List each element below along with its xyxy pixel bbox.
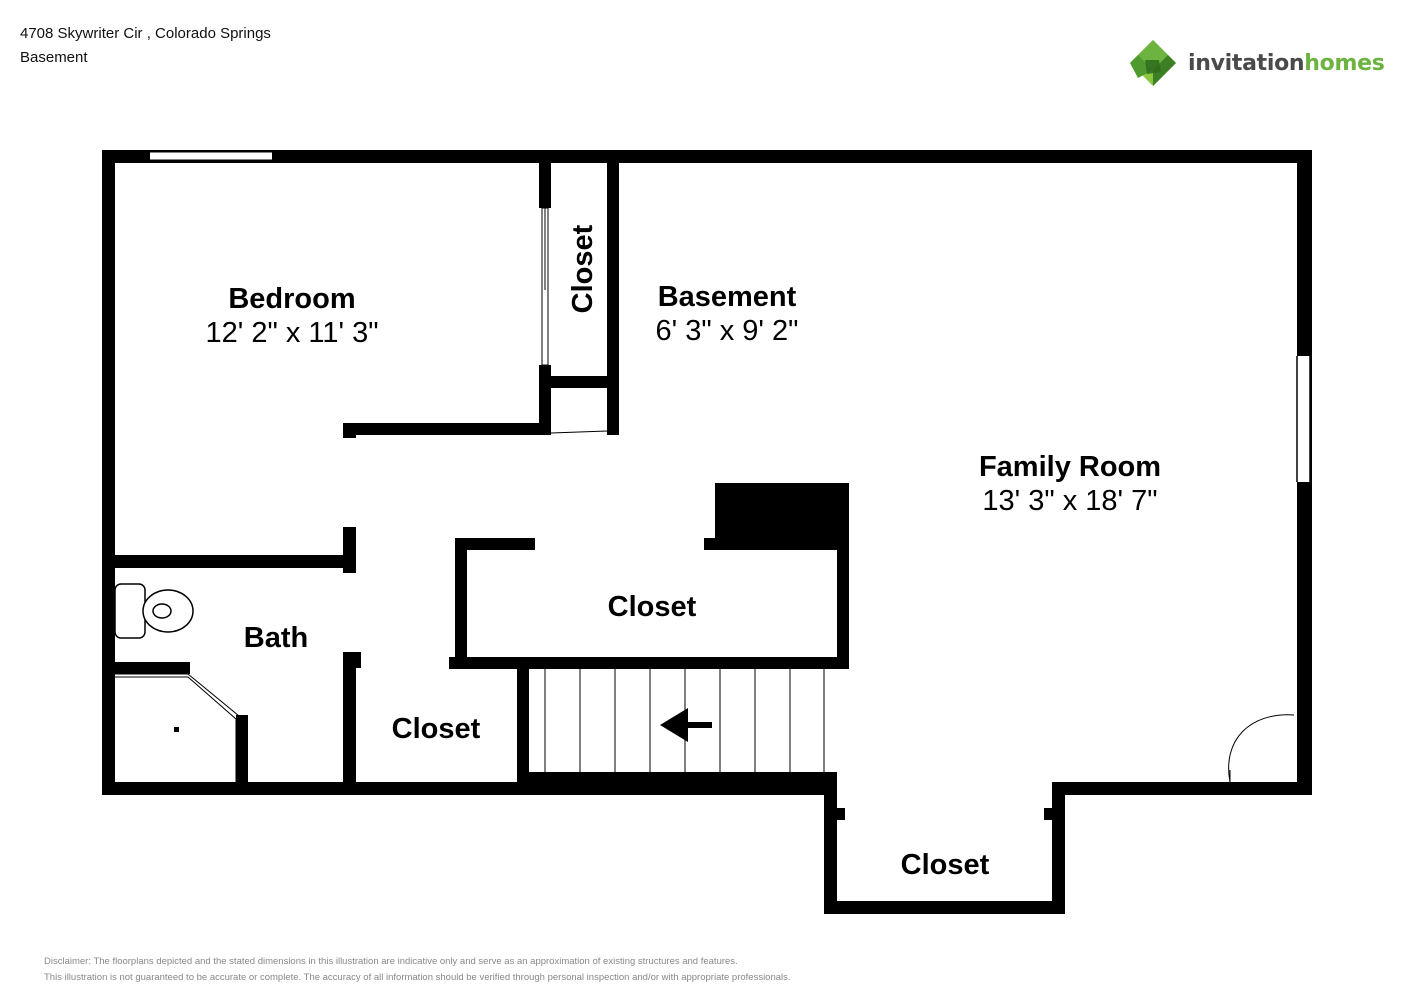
wall-bedroom-bath — [102, 555, 355, 568]
wall-closet-bottom-left — [824, 782, 837, 914]
room-name-closet-bottom: Closet — [901, 849, 990, 881]
disclaimer: Disclaimer: The floorplans depicted and … — [44, 954, 791, 986]
address: 4708 Skywriter Cir , Colorado Springs — [20, 25, 271, 42]
room-name-family-room: Family Room — [979, 451, 1161, 483]
stair-arrow-icon — [660, 708, 712, 742]
invitation-homes-logo-icon — [1130, 40, 1176, 86]
disclaimer-line-1: Disclaimer: The floorplans depicted and … — [44, 956, 738, 967]
wall-stair-left — [517, 657, 529, 795]
room-name-closet-center: Closet — [608, 591, 697, 623]
toilet-icon — [114, 583, 194, 639]
wall-shower-top — [102, 662, 190, 674]
disclaimer-line-2: This illustration is not guaranteed to b… — [44, 972, 791, 983]
room-name-bedroom: Bedroom — [228, 283, 355, 315]
level-name: Basement — [20, 49, 88, 66]
room-name-basement: Basement — [658, 281, 797, 313]
window-bedroom-top — [150, 152, 272, 160]
wall-top — [102, 150, 1312, 163]
wall-bottom-right — [1052, 782, 1312, 795]
page-header: 4708 Skywriter Cir , Colorado Springs Ba… — [20, 22, 271, 70]
chimney-block — [715, 483, 849, 550]
room-dims-basement: 6' 3" x 9' 2" — [656, 315, 799, 347]
brand-logo: invitationhomes — [1128, 36, 1385, 90]
wall-bottom-left — [102, 782, 837, 795]
window-right — [1297, 356, 1310, 482]
wall-hall-left — [343, 652, 356, 795]
logo-word-invitation: invitation — [1188, 50, 1305, 76]
wall-center-closet-bottom — [449, 657, 849, 669]
walls — [102, 150, 1312, 914]
wall-closet-bottom-floor — [824, 901, 1065, 914]
wall-center-closet-left — [455, 538, 467, 668]
wall-shower-right — [236, 715, 248, 795]
room-name-closet-lower-left: Closet — [392, 713, 481, 745]
room-name-closet-vertical: Closet — [567, 224, 599, 313]
logo-word-homes: homes — [1304, 50, 1385, 76]
room-dims-bedroom: 12' 2" x 11' 3" — [205, 317, 378, 349]
logo-wordmark: invitationhomes — [1188, 51, 1385, 76]
room-dims-family-room: 13' 3" x 18' 7" — [982, 485, 1157, 517]
wall-left — [102, 150, 115, 795]
wall-bedroom-bottom — [343, 423, 551, 435]
wall-closet-bottom-right — [1052, 782, 1065, 914]
shower-drain — [174, 727, 179, 732]
wall-closet-vertical-left — [539, 150, 551, 208]
wall-closet-vertical-right — [607, 150, 619, 435]
room-name-bath: Bath — [244, 622, 308, 654]
door-swing — [1228, 714, 1295, 783]
